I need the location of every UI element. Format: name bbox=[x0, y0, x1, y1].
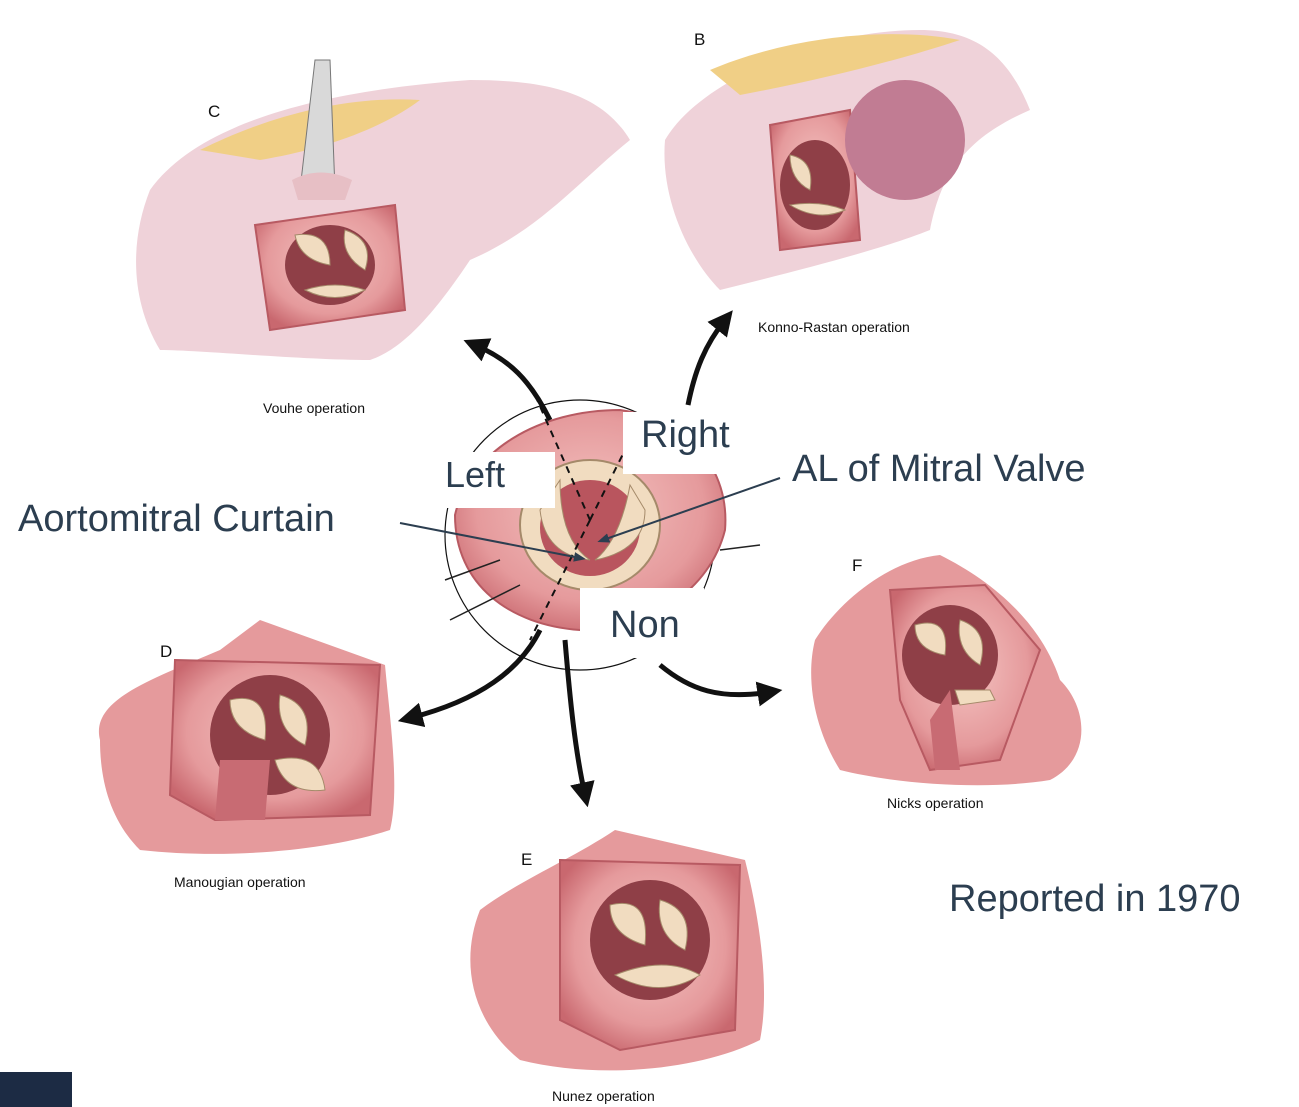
panel-b-illustration bbox=[664, 30, 1030, 290]
caption-vouhe: Vouhe operation bbox=[263, 400, 365, 416]
caption-konno-rastan: Konno-Rastan operation bbox=[758, 319, 910, 335]
caption-nicks: Nicks operation bbox=[887, 795, 984, 811]
label-reported-1970: Reported in 1970 bbox=[949, 878, 1241, 921]
panel-letter-e: E bbox=[521, 850, 532, 870]
label-aortomitral-curtain: Aortomitral Curtain bbox=[18, 498, 335, 541]
panel-letter-b: B bbox=[694, 30, 705, 50]
panel-f-illustration bbox=[811, 555, 1081, 785]
panel-letter-d: D bbox=[160, 642, 172, 662]
label-right: Right bbox=[641, 414, 730, 457]
label-left: Left bbox=[445, 454, 505, 496]
panel-letter-c: C bbox=[208, 102, 220, 122]
footer-bar bbox=[0, 1072, 72, 1107]
panel-e-illustration bbox=[470, 830, 764, 1070]
panel-letter-f: F bbox=[852, 556, 862, 576]
caption-manougian: Manougian operation bbox=[174, 874, 306, 890]
caption-nunez: Nunez operation bbox=[552, 1088, 655, 1104]
label-al-mitral-valve: AL of Mitral Valve bbox=[792, 448, 1086, 491]
label-non: Non bbox=[610, 604, 680, 647]
panel-d-illustration bbox=[99, 620, 394, 854]
